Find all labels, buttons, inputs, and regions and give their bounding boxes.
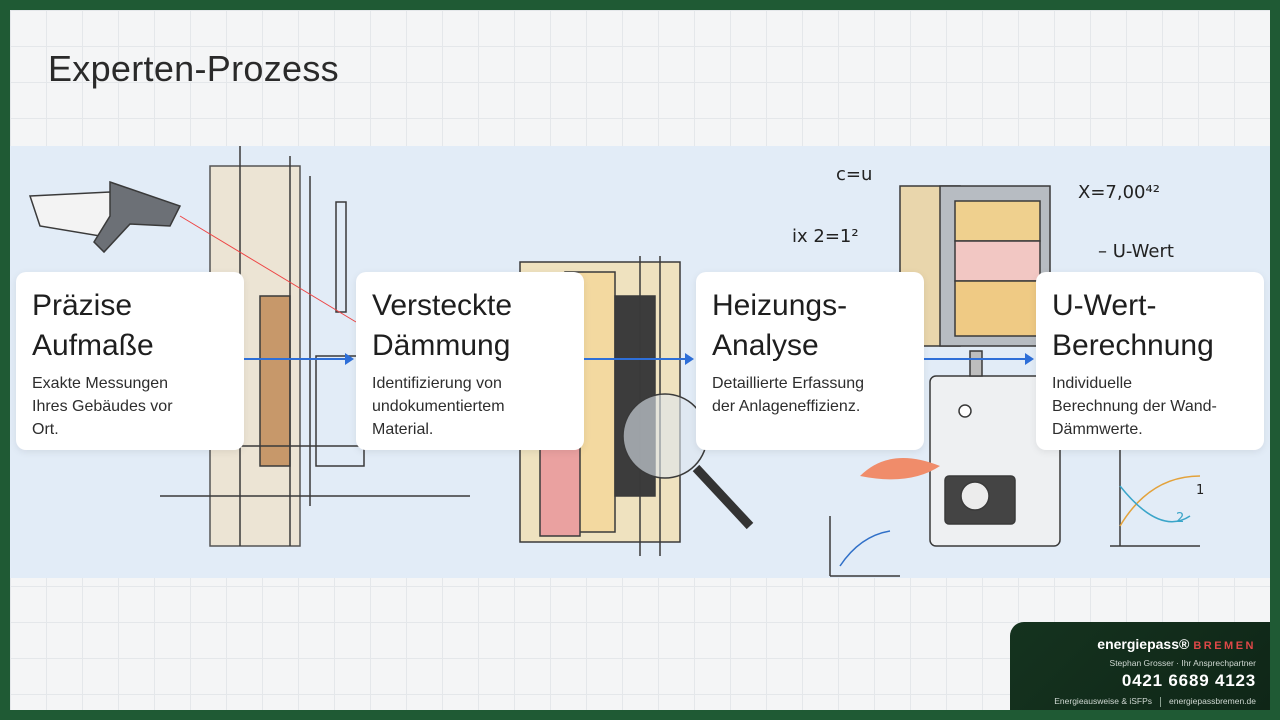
- graph-label-two: 2: [1176, 511, 1184, 526]
- graph-label-one: 1: [1196, 483, 1204, 498]
- step-heading: Präzise Aufmaße: [32, 289, 154, 362]
- brand-contact: Stephan Grosser · Ihr Ansprechpartner: [1109, 658, 1256, 668]
- step-description: Exakte Messungen Ihres Gebäudes vor Ort.: [32, 375, 173, 438]
- brand-logo: energiepass®BREMEN: [1097, 636, 1256, 652]
- step-description: Individuelle Berechnung der Wand- Dämmwe…: [1052, 375, 1217, 438]
- step-card-aufmasse: Präzise Aufmaße Exakte Messungen Ihres G…: [16, 272, 244, 450]
- u-wert-label: – U-Wert: [1098, 241, 1174, 262]
- step-heading: Heizungs- Analyse: [712, 289, 848, 362]
- formula-c-label: c=u: [836, 164, 872, 185]
- step-heading: Versteckte Dämmung: [372, 289, 513, 362]
- brand-footer: Energieausweise & iSFPs energiepassbremen…: [1010, 696, 1256, 707]
- slide-title: Experten-Prozess: [48, 48, 339, 89]
- arrow-icon: [924, 353, 1034, 365]
- step-card-daemmung: Versteckte Dämmung Identifizierung von u…: [356, 272, 584, 450]
- step-description: Identifizierung von undokumentiertem Mat…: [372, 375, 505, 438]
- step-description: Detaillierte Erfassung der Anlageneffizi…: [712, 375, 865, 415]
- brand-phone[interactable]: 0421 6689 4123: [1121, 671, 1256, 690]
- arrow-icon: [584, 353, 694, 365]
- brand-badge: energiepass®BREMEN Stephan Grosser · Ihr…: [1010, 622, 1270, 710]
- arrow-icon: [244, 353, 354, 365]
- brand-tagline: Energieausweise & iSFPs: [1054, 696, 1153, 706]
- brand-website[interactable]: energiepassbremen.de: [1169, 696, 1256, 706]
- formula-x-label: X=7,00⁴²: [1078, 182, 1160, 203]
- slide: Experten-Prozess: [10, 10, 1270, 710]
- formula-ix-label: ix 2=1²: [792, 226, 859, 247]
- brand-city: BREMEN: [1193, 640, 1256, 652]
- step-card-heizung: Heizungs- Analyse Detaillierte Erfassung…: [696, 272, 924, 450]
- step-heading: U-Wert- Berechnung: [1052, 289, 1214, 362]
- step-card-u-wert: U-Wert- Berechnung Individuelle Berechnu…: [1036, 272, 1264, 450]
